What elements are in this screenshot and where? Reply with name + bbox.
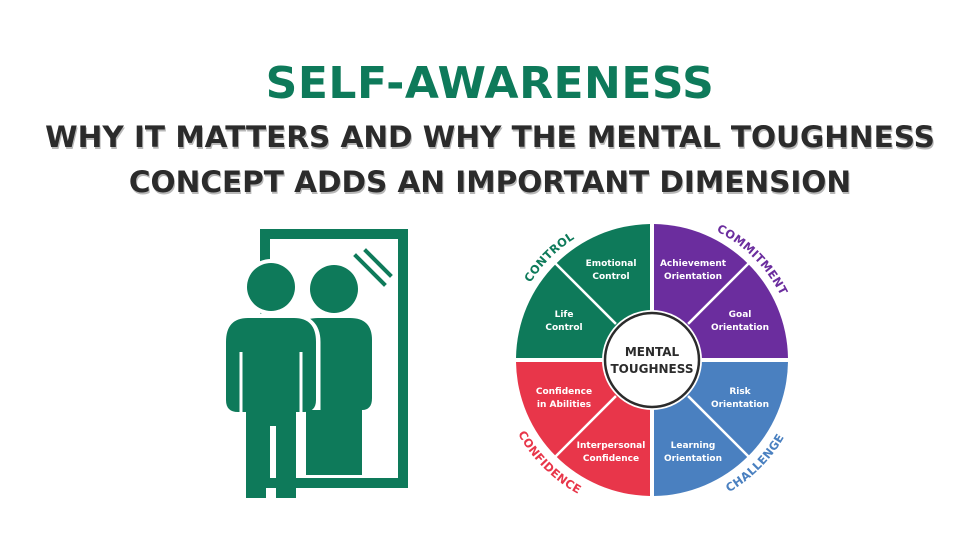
item-commitment-1-line-2: Orientation <box>664 272 722 282</box>
item-confidence-1-line-1: Confidence <box>536 387 592 397</box>
mirror-glare <box>353 248 393 287</box>
item-control-1-line-1: Emotional <box>586 259 637 269</box>
item-challenge-1-line-2: Orientation <box>711 400 769 410</box>
subtitle-line-1: WHY IT MATTERS AND WHY THE MENTAL TOUGHN… <box>45 120 935 154</box>
person-figure <box>226 263 316 498</box>
item-commitment-2-line-2: Orientation <box>711 323 769 333</box>
person-mirror-reflection-icon <box>226 229 408 498</box>
subtitle-line-2: CONCEPT ADDS AN IMPORTANT DIMENSION <box>128 165 852 199</box>
item-challenge-2-line-2: Orientation <box>664 454 722 464</box>
item-confidence-2-line-1: Interpersonal <box>577 441 646 451</box>
page-title: SELF-AWARENESS <box>265 58 715 109</box>
item-control-2-line-1: Life <box>555 310 574 320</box>
item-control-1-line-2: Control <box>592 272 629 282</box>
divider-commitment <box>687 261 751 325</box>
item-confidence-2-line-2: Confidence <box>583 454 639 464</box>
center-label-line-1: MENTAL <box>625 345 680 359</box>
divider-confidence <box>553 395 617 459</box>
item-confidence-1-line-2: in Abilities <box>537 400 591 410</box>
divider-challenge <box>687 395 751 459</box>
item-commitment-1-line-1: Achievement <box>660 259 727 269</box>
item-control-2-line-2: Control <box>545 323 582 333</box>
mental-toughness-wheel: MENTALTOUGHNESSEmotionalControlLifeContr… <box>515 221 790 496</box>
item-challenge-1-line-1: Risk <box>729 387 751 397</box>
center-circle <box>603 311 701 409</box>
item-challenge-2-line-1: Learning <box>671 441 716 451</box>
divider-control <box>553 261 617 325</box>
item-commitment-2-line-1: Goal <box>729 310 752 320</box>
center-label-line-2: TOUGHNESS <box>610 362 693 376</box>
